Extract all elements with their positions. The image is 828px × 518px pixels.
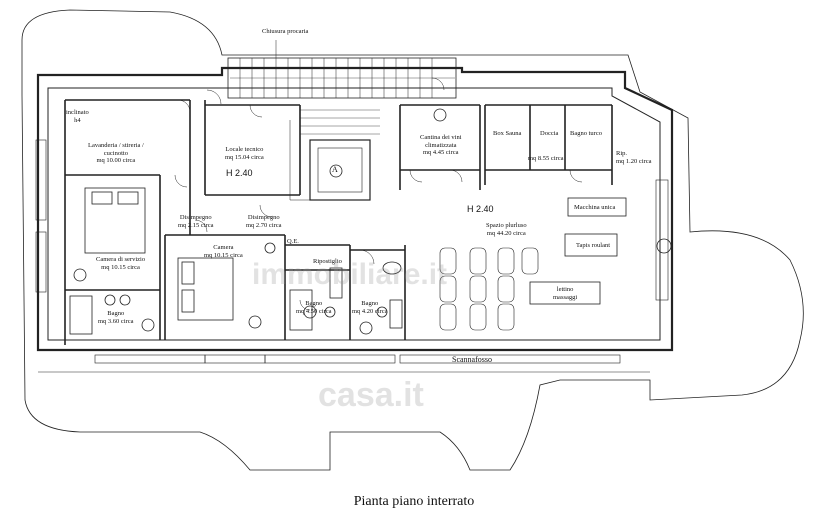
plan-caption: Pianta piano interrato xyxy=(353,494,475,509)
label-scannafosso: Scannafosso xyxy=(452,355,492,364)
stair-core xyxy=(309,139,371,201)
room-inclinato: inclinato h4 xyxy=(66,109,89,124)
height-right: H 2.40 xyxy=(467,204,494,214)
room-disimpegno-1: Disimpegno mq 2.15 circa xyxy=(178,214,214,229)
equipment-tapis: Tapis roulant xyxy=(576,242,611,249)
room-ripostiglio: Ripostiglio xyxy=(313,258,342,265)
room-camera-servizio: Camera di servizio mq 10.15 circa xyxy=(96,256,146,271)
room-qe: Q.E. xyxy=(287,238,299,245)
room-doccia: Doccia xyxy=(540,130,559,137)
watermark-immobiliare: immobiliare.it xyxy=(252,258,448,291)
entrance-stairs xyxy=(227,57,457,99)
room-locale-tecnico: Locale tecnico mq 15.04 circa xyxy=(225,146,264,161)
room-bagno-1: Bagno mq 3.60 circa xyxy=(98,310,134,325)
room-cantina: Cantina dei vini climatizzata mq 4.45 ci… xyxy=(420,134,462,156)
room-camera: Camera mq 10.15 circa xyxy=(204,244,243,259)
room-box-sauna: Box Sauna xyxy=(493,130,522,137)
room-bagno-turco: Bagno turco xyxy=(570,130,602,137)
equipment-macchina: Macchina unica xyxy=(574,204,616,211)
room-spazio-plurluso: Spazio plurluso mq 44.20 circa xyxy=(486,222,527,237)
building-outline xyxy=(36,66,674,352)
room-bagno-turco-area: mq 8.55 circa xyxy=(528,155,564,162)
bed-camera xyxy=(177,257,234,321)
room-rip: Rip. mq 1.20 circa xyxy=(616,150,652,165)
height-left: H 2.40 xyxy=(226,168,253,178)
room-bagno-2: Bagno mq 4.50 circa xyxy=(296,300,332,315)
label-chiusura: Chiusura procaria xyxy=(262,28,309,35)
room-bagno-3: Bagno mq 4.20 circa xyxy=(352,300,388,315)
equipment-lettino: lettino massaggi xyxy=(553,286,578,301)
room-disimpegno-2: Disimpegno mq 2.70 circa xyxy=(246,214,282,229)
stair-mark: A xyxy=(332,165,338,174)
watermark-casa: casa.it xyxy=(318,376,424,414)
room-lavanderia: Lavanderia / stireria / cucinotto mq 10.… xyxy=(88,142,144,164)
garden-outline xyxy=(21,9,804,471)
bed-servizio xyxy=(84,187,146,254)
